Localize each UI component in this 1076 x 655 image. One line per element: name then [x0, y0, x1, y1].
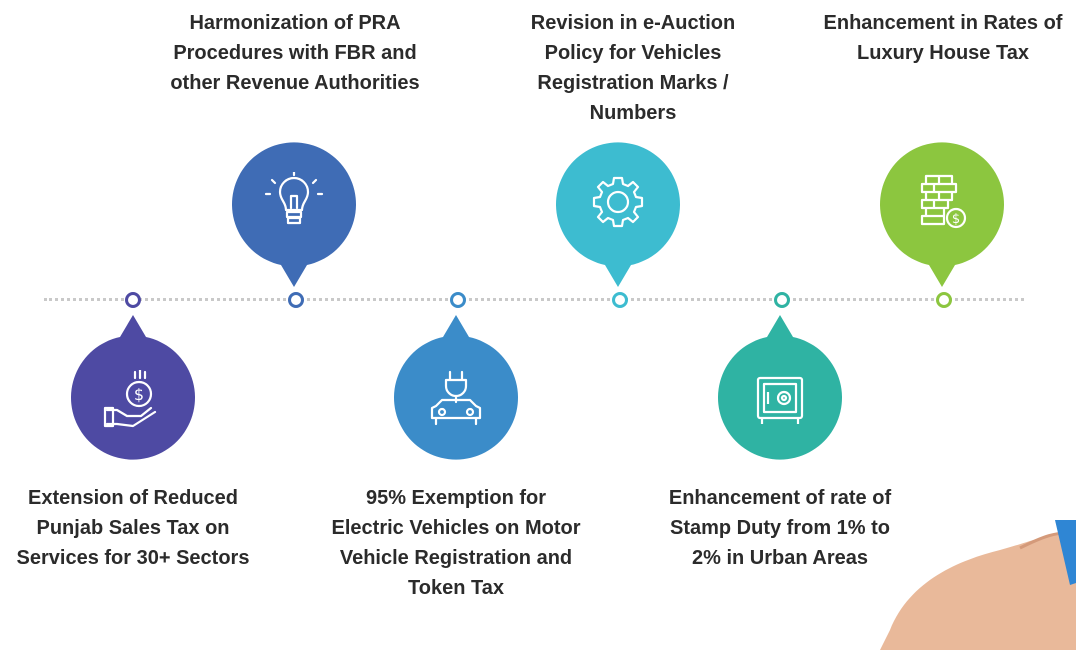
svg-text:$: $: [952, 212, 960, 227]
drop-1: $: [68, 315, 198, 465]
gear-icon: [588, 172, 648, 232]
timeline-node-2: [288, 292, 304, 308]
lightbulb-icon: [264, 172, 324, 232]
label-2: Harmonization of PRA Procedures with FBR…: [170, 12, 420, 94]
label-1: Extension of Reduced Punjab Sales Tax on…: [16, 487, 250, 569]
label-4: Revision in e-Auction Policy for Vehicle…: [530, 12, 736, 124]
svg-text:$: $: [134, 385, 144, 404]
label-3: 95% Exemption for Electric Vehicles on M…: [331, 487, 581, 599]
timeline-node-6: [936, 292, 952, 308]
timeline-node-3: [450, 292, 466, 308]
hand-image: [880, 520, 1076, 650]
drop-6: $: [877, 137, 1007, 287]
timeline-node-1: [125, 292, 141, 308]
label-5: Enhancement of rate of Stamp Duty from 1…: [668, 487, 892, 569]
building-coin-icon: $: [912, 172, 972, 232]
safe-icon: [750, 370, 810, 430]
drop-2: [229, 137, 359, 287]
drop-5: [715, 315, 845, 465]
timeline-node-4: [612, 292, 628, 308]
drop-4: [553, 137, 683, 287]
hand-coin-icon: $: [103, 370, 163, 430]
label-6: Enhancement in Rates of Luxury House Tax: [823, 12, 1063, 64]
electric-car-icon: [426, 370, 486, 430]
drop-3: [391, 315, 521, 465]
timeline-line: [44, 298, 1024, 301]
timeline-node-5: [774, 292, 790, 308]
